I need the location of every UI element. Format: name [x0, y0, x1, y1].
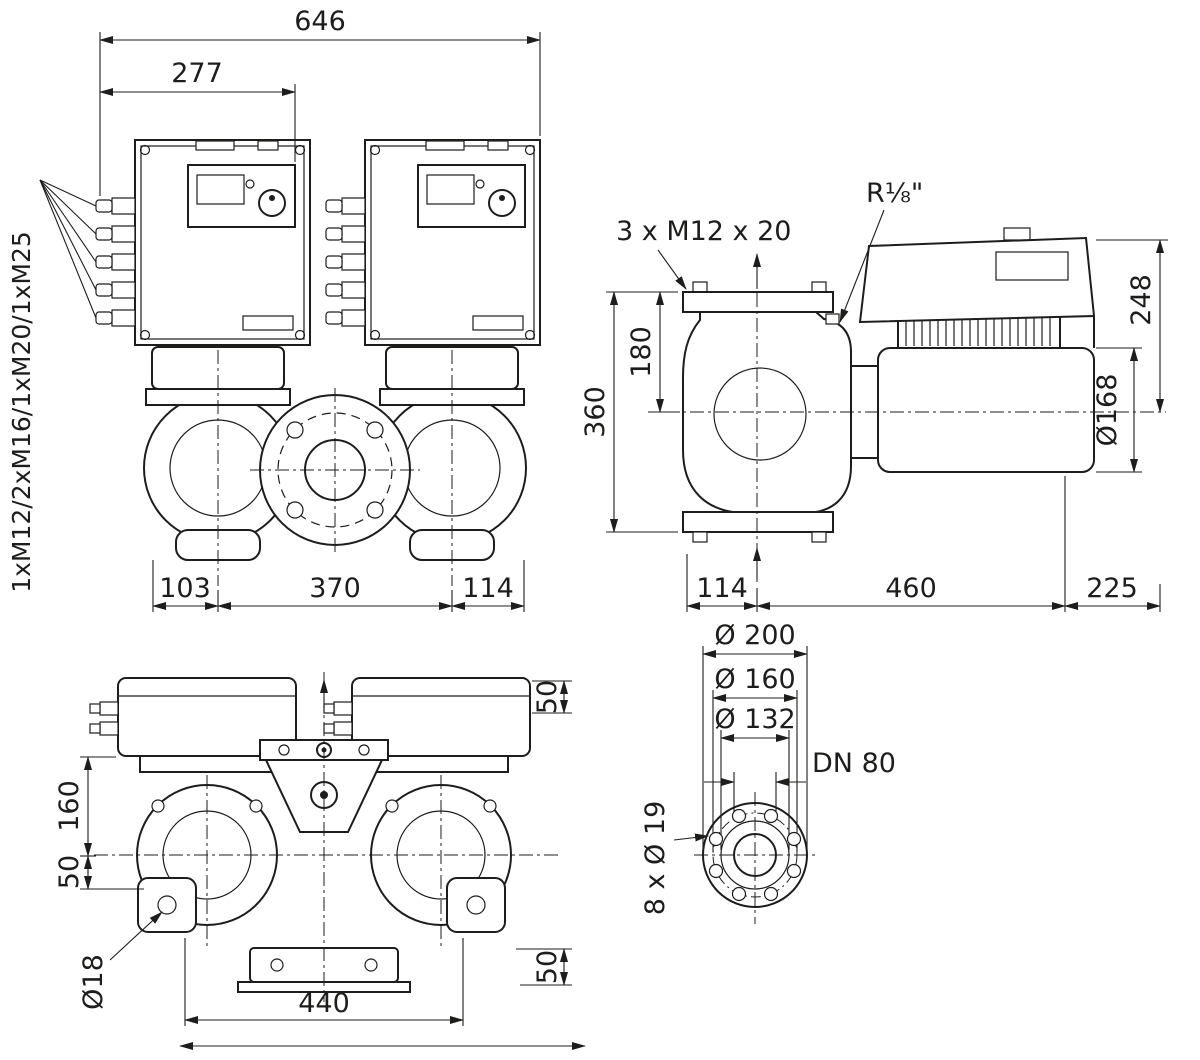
- rating-plate-2: [472, 315, 524, 331]
- vent-plug-label: R⅛": [866, 178, 923, 209]
- discharge-flange-side: [682, 511, 834, 533]
- cable-gland-leaders: [39, 179, 97, 319]
- bolt-holes: [708, 808, 802, 902]
- control-knob-2: [488, 189, 516, 217]
- cable-gland-spec-label: 1xM12/2xM16/1xM20/1xM25: [7, 231, 36, 593]
- foot-hole-left: [157, 895, 177, 915]
- dim-total-depth-label: 360: [580, 386, 611, 438]
- top-view-drawing: [39, 139, 541, 586]
- dim-axis-height-label: 160: [54, 780, 85, 832]
- dim-flange-outer-label: Ø 200: [714, 620, 795, 651]
- display-screen-1: [196, 174, 245, 205]
- dim-motor-diameter-label: Ø168: [1092, 374, 1123, 447]
- control-knob-1: [258, 189, 286, 217]
- dim-shaft-distance-label: 370: [309, 573, 361, 604]
- bolt-holes-label: 8 x Ø 19: [640, 801, 671, 916]
- front-view-drawing: [89, 672, 560, 1002]
- dim-base-width-label: 440: [298, 988, 350, 1019]
- suction-flange: [682, 291, 834, 313]
- motor-body: [877, 347, 1095, 473]
- electronic-module: [858, 227, 1096, 324]
- flange-view: Ø 200 Ø 160 Ø 132 DN 80 8 x Ø 19: [640, 620, 896, 924]
- dim-module-height-label: 248: [1126, 274, 1157, 326]
- motor-module-2: [325, 139, 541, 346]
- dim-axis-motor-label: 460: [885, 573, 937, 604]
- display-screen-2: [426, 174, 475, 205]
- flange-bolt-label: 3 x M12 x 20: [616, 216, 791, 247]
- dim-foot-lower-label: 50: [532, 950, 563, 984]
- front-view-dimensions: 50 160 50 Ø18 50 440: [54, 680, 586, 1050]
- dim-left-offset-label: 103: [159, 573, 211, 604]
- dim-bolt-circle-label: Ø 160: [714, 664, 795, 695]
- dim-flange-depth-label: 180: [626, 326, 657, 378]
- dim-foot-hole-label: Ø18: [78, 954, 109, 1010]
- dim-right-offset-label: 114: [462, 573, 514, 604]
- top-view: 646 277 1xM12/2xM16/1xM20/1xM25 103 370 …: [7, 6, 541, 612]
- motor-module-1: [95, 139, 311, 346]
- rating-plate-1: [242, 315, 294, 331]
- dim-face-dia-label: Ø 132: [714, 704, 795, 735]
- nominal-diameter-label: DN 80: [812, 748, 896, 779]
- dim-foot-upper-label: 50: [54, 855, 85, 889]
- front-view: 50 160 50 Ø18 50 440: [54, 672, 586, 1050]
- dim-total-width-label: 646: [294, 6, 346, 37]
- foot-hole-right: [466, 895, 486, 915]
- dim-flange-axis-label: 114: [696, 573, 748, 604]
- flange-view-dimensions: Ø 200 Ø 160 Ø 132 DN 80 8 x Ø 19: [640, 620, 896, 915]
- cable-glands-1: [95, 197, 136, 327]
- dim-removal-space-label: 225: [1086, 573, 1138, 604]
- module-display: [995, 251, 1069, 281]
- dim-module-width-label: 277: [171, 58, 223, 89]
- cable-glands-2: [325, 197, 366, 327]
- side-view: 3 x M12 x 20 R⅛" 360 180 248 Ø168: [580, 178, 1168, 612]
- side-view-dimensions: 3 x M12 x 20 R⅛" 360 180 248 Ø168: [580, 178, 1168, 612]
- side-view-drawing: [665, 227, 1166, 582]
- flange-view-drawing: [694, 792, 816, 924]
- dim-top-right-label: 50: [532, 680, 563, 714]
- vent-plug: [825, 313, 840, 325]
- top-view-dimensions: 646 277 1xM12/2xM16/1xM20/1xM25 103 370 …: [7, 6, 541, 612]
